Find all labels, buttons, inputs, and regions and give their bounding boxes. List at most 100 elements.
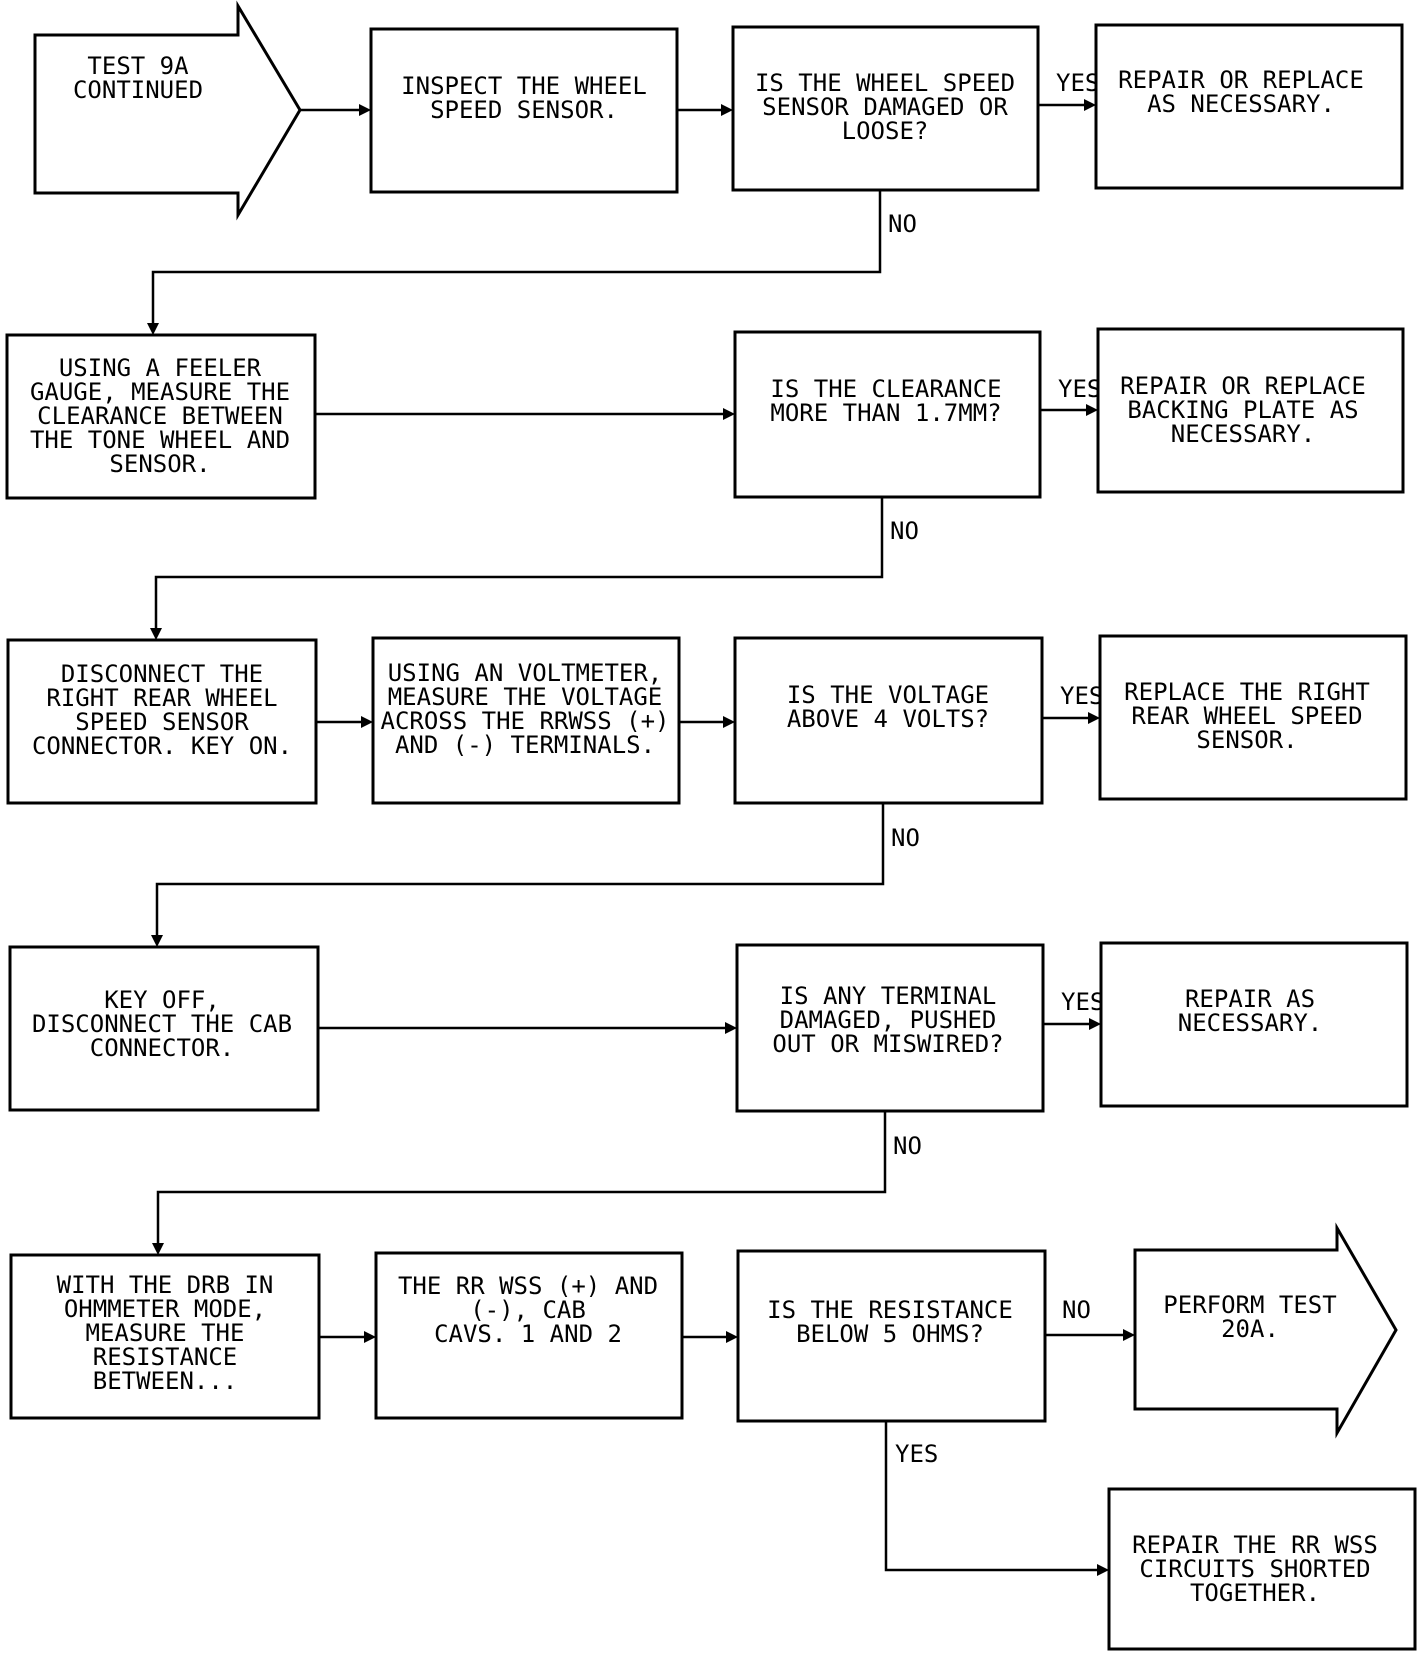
text-line: IS THE RESISTANCE bbox=[767, 1296, 1013, 1324]
text-line: DISCONNECT THE CAB bbox=[32, 1010, 292, 1038]
text-line: BETWEEN... bbox=[93, 1367, 238, 1395]
arrowhead bbox=[1123, 1329, 1135, 1341]
arrowhead bbox=[1097, 1564, 1109, 1576]
text-line: CONNECTOR. bbox=[90, 1034, 235, 1062]
label-yes-voltage: YES bbox=[1060, 682, 1103, 710]
text-line: (-), CAB bbox=[470, 1296, 586, 1324]
text-line: REPAIR OR REPLACE bbox=[1120, 372, 1366, 400]
text-line: IS ANY TERMINAL bbox=[780, 982, 997, 1010]
label-no-voltage: NO bbox=[891, 824, 920, 852]
text-line: NECESSARY. bbox=[1178, 1009, 1323, 1037]
box bbox=[1099, 941, 1409, 1108]
arrowhead bbox=[147, 323, 159, 335]
label-no-resistance: NO bbox=[1062, 1296, 1091, 1324]
text-line: THE TONE WHEEL AND bbox=[30, 426, 290, 454]
text-line: RESISTANCE bbox=[93, 1343, 238, 1371]
text-line: REPAIR THE RR WSS bbox=[1132, 1531, 1378, 1559]
text-line: REPLACE THE RIGHT bbox=[1124, 678, 1370, 706]
arrowhead bbox=[150, 628, 162, 640]
arrowhead bbox=[359, 104, 371, 116]
arrowhead bbox=[152, 1243, 164, 1255]
box bbox=[1096, 327, 1405, 494]
text-line: OUT OR MISWIRED? bbox=[772, 1030, 1003, 1058]
box bbox=[6, 638, 318, 805]
text-line: THE RR WSS (+) AND bbox=[398, 1272, 658, 1300]
text-line: MORE THAN 1.7MM? bbox=[770, 399, 1001, 427]
arrowhead bbox=[1086, 404, 1098, 416]
text-line: REPAIR AS bbox=[1185, 985, 1315, 1013]
start-arrow-shape bbox=[33, 0, 302, 221]
arrowhead bbox=[1089, 1018, 1101, 1030]
text-line: PERFORM TEST bbox=[1163, 1291, 1336, 1319]
branch-labels: YES NO YES NO YES NO YES NO NO YES bbox=[888, 69, 1104, 1468]
edge-q-terminal-drb bbox=[156, 1111, 887, 1244]
edge-q-resistance-repair4 bbox=[884, 1421, 1098, 1572]
text-line: KEY OFF, bbox=[104, 986, 220, 1014]
box bbox=[5, 333, 317, 500]
edge-q-damaged-feeler bbox=[151, 190, 882, 324]
text-line: SENSOR. bbox=[109, 450, 210, 478]
label-yes-damaged: YES bbox=[1056, 69, 1099, 97]
text-line: CAVS. 1 AND 2 bbox=[434, 1320, 622, 1348]
box bbox=[8, 945, 320, 1112]
text-line: TOGETHER. bbox=[1190, 1579, 1320, 1607]
arrowhead bbox=[361, 716, 373, 728]
box bbox=[733, 636, 1044, 805]
text-line: CLEARANCE BETWEEN bbox=[37, 402, 283, 430]
text-line: MEASURE THE VOLTAGE bbox=[388, 683, 663, 711]
text-line: SENSOR. bbox=[1196, 726, 1297, 754]
text-line: CONNECTOR. KEY ON. bbox=[32, 732, 292, 760]
arrowhead bbox=[721, 104, 733, 116]
box bbox=[731, 25, 1040, 192]
box bbox=[733, 330, 1042, 499]
text-line: REAR WHEEL SPEED bbox=[1131, 702, 1362, 730]
label-yes-terminal: YES bbox=[1061, 988, 1104, 1016]
text-line: SENSOR DAMAGED OR bbox=[762, 93, 1008, 121]
label-yes-resistance: YES bbox=[895, 1440, 938, 1468]
text-line: ABOVE 4 VOLTS? bbox=[787, 705, 989, 733]
text-line: ACROSS THE RRWSS (+) bbox=[381, 707, 670, 735]
arrowhead bbox=[723, 716, 735, 728]
text-line: DAMAGED, PUSHED bbox=[780, 1006, 997, 1034]
text-line: TEST 9A bbox=[87, 52, 189, 80]
arrowhead bbox=[1084, 99, 1096, 111]
end-arrow-shape bbox=[1133, 1222, 1398, 1439]
text-line: IS THE WHEEL SPEED bbox=[755, 69, 1015, 97]
label-no-damaged: NO bbox=[888, 210, 917, 238]
edge-q-voltage-keyoff bbox=[155, 803, 885, 936]
label-no-terminal: NO bbox=[893, 1132, 922, 1160]
box bbox=[1107, 1487, 1417, 1651]
box bbox=[1098, 634, 1408, 801]
box bbox=[371, 636, 681, 805]
text-line: BELOW 5 OHMS? bbox=[796, 1320, 984, 1348]
label-yes-clearance: YES bbox=[1058, 375, 1101, 403]
